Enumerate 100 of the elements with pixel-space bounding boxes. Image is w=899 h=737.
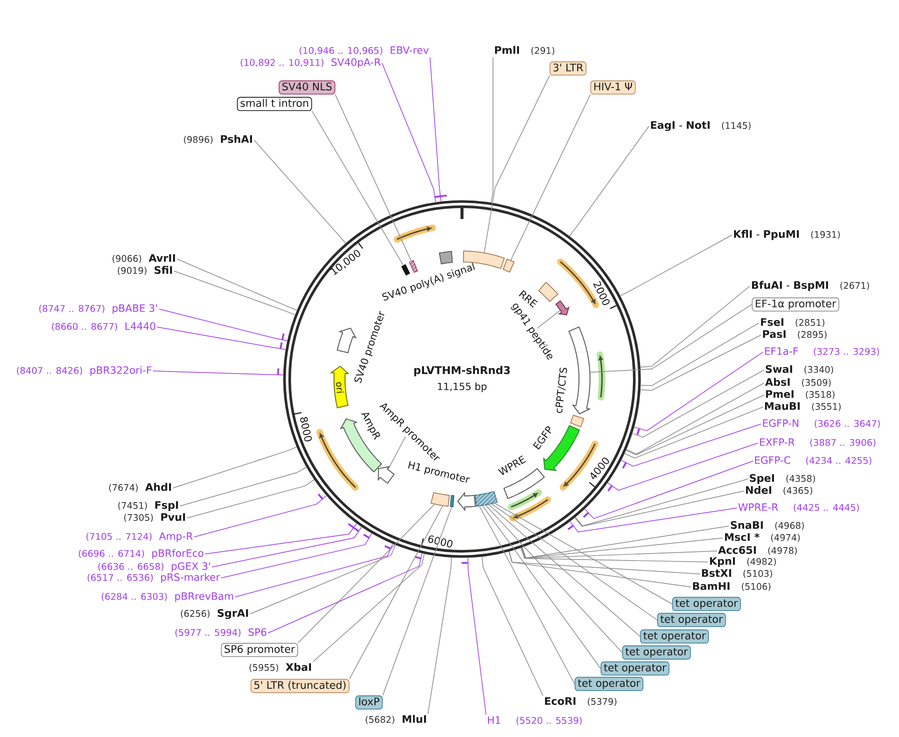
leader-line bbox=[620, 234, 732, 296]
leader-line bbox=[172, 446, 297, 488]
site-label: MscI * (4974) bbox=[725, 533, 800, 542]
leader-line bbox=[180, 466, 307, 506]
leader-line bbox=[382, 506, 452, 696]
feature-tag: SV40 NLS bbox=[278, 80, 336, 95]
leader-line bbox=[156, 326, 286, 350]
primer-label: (6636 .. 6658) pGEX 3' bbox=[98, 562, 210, 572]
primer-label: (6696 .. 6714) pBRforEco bbox=[78, 549, 204, 559]
leader-line bbox=[521, 538, 724, 559]
site-label: AbsI (3509) bbox=[765, 378, 831, 387]
site-label: Acc65I (4978) bbox=[718, 546, 797, 555]
leader-line bbox=[194, 495, 327, 538]
primer-label: H1 (5520 .. 5539) bbox=[488, 716, 582, 725]
primer-label: (6284 .. 6303) pBRrevBam bbox=[102, 592, 234, 602]
leader-line bbox=[312, 554, 425, 662]
primer-label: (7105 .. 7124) Amp-R bbox=[86, 532, 193, 542]
site-label: (7305) PvuI bbox=[124, 513, 185, 522]
leader-line bbox=[634, 352, 764, 432]
tick-label: 8000 bbox=[300, 417, 312, 442]
site-label: BfuAI - BspMI (2671) bbox=[752, 280, 870, 291]
leader-line bbox=[268, 553, 422, 634]
leader-line bbox=[584, 460, 754, 520]
leader-line bbox=[508, 551, 692, 588]
site-label: (5955) XbaI bbox=[250, 662, 311, 672]
site-label: PasI (2895) bbox=[763, 330, 827, 339]
primer-label: EGFP-C (4234 .. 4255) bbox=[755, 456, 872, 465]
leader-line bbox=[640, 334, 762, 391]
feature-block bbox=[568, 326, 591, 414]
site-label: PmeI (3518) bbox=[766, 390, 834, 399]
tick-label: 6000 bbox=[428, 535, 452, 548]
feature-tag: SP6 promoter bbox=[220, 642, 298, 658]
leader-line bbox=[490, 56, 494, 203]
leader-line bbox=[334, 94, 412, 262]
site-label: PmlI (291) bbox=[495, 46, 554, 55]
site-label: (6256) SgrAI bbox=[180, 609, 248, 620]
leader-line bbox=[626, 394, 764, 456]
leader-line bbox=[494, 502, 673, 604]
primer-label: WPRE-R (4425 .. 4445) bbox=[738, 503, 859, 512]
leader-line bbox=[490, 503, 658, 620]
node-label: H1 promoter bbox=[408, 461, 470, 483]
site-label: BamHI (5106) bbox=[693, 582, 770, 591]
primer-label: EXFP-R (3887 .. 3906) bbox=[760, 438, 876, 447]
leader-line bbox=[488, 504, 641, 637]
leader-line bbox=[508, 551, 700, 574]
site-label: NdeI (4365) bbox=[746, 486, 812, 495]
primer-label: (6517 .. 6536) pRS-marker bbox=[88, 573, 220, 583]
site-label: FseI (2851) bbox=[761, 318, 824, 327]
site-label: KpnI (4982) bbox=[710, 557, 776, 567]
feature-block bbox=[555, 300, 570, 316]
site-label: KflI - PpuMI (1931) bbox=[734, 230, 840, 240]
leader-line bbox=[204, 523, 357, 554]
leader-line bbox=[152, 370, 284, 376]
tick-label: 2000 bbox=[593, 281, 610, 306]
leader-line bbox=[158, 308, 288, 342]
leader-line bbox=[428, 557, 452, 714]
leader-line bbox=[174, 270, 296, 316]
primer-label: (8747 .. 8767) pBABE 3' bbox=[39, 304, 157, 314]
leader-line bbox=[482, 505, 602, 669]
feature-tag: small t intron bbox=[236, 96, 312, 112]
feature-tag: 3' LTR bbox=[550, 61, 586, 76]
leader-line bbox=[607, 442, 758, 491]
leader-line bbox=[430, 56, 442, 202]
feature-box: cPPT/CTS bbox=[555, 368, 584, 428]
site-label: (9896) PshAI bbox=[184, 134, 252, 144]
leader-line bbox=[632, 370, 764, 438]
leader-line bbox=[234, 544, 393, 598]
leader-line bbox=[212, 526, 362, 568]
primer-label: (8660 .. 8677) L4440 bbox=[52, 322, 156, 331]
site-label: (7451) FspI bbox=[118, 501, 178, 511]
feature-block: H1 promoter bbox=[408, 461, 476, 512]
site-label: (7674) AhdI bbox=[109, 482, 171, 492]
leader-line bbox=[569, 126, 650, 236]
leader-line bbox=[482, 556, 544, 696]
feature-tag: 5' LTR (truncated) bbox=[250, 678, 350, 694]
leader-line bbox=[522, 526, 730, 558]
site-label: SnaBI (4968) bbox=[730, 521, 804, 530]
leader-line bbox=[485, 504, 623, 653]
feature-tag: tet operator bbox=[672, 596, 741, 612]
feature-tag: tet operator bbox=[600, 661, 670, 676]
leader-line bbox=[186, 479, 314, 518]
site-label: EagI - NotI (1145) bbox=[651, 121, 751, 132]
leader-line bbox=[575, 478, 748, 526]
leader-line bbox=[621, 424, 762, 467]
leader-line bbox=[520, 548, 708, 562]
feature-block bbox=[378, 466, 395, 484]
feature-tag: tet operator bbox=[622, 645, 691, 660]
leader-line bbox=[312, 110, 404, 266]
leader-line bbox=[250, 544, 396, 614]
leader-line bbox=[298, 504, 435, 644]
node-label: cPPT/CTS bbox=[555, 368, 568, 413]
leader-line bbox=[570, 508, 738, 532]
leader-line bbox=[589, 304, 752, 373]
feature-block: ori bbox=[330, 366, 350, 408]
feature-box bbox=[430, 492, 450, 507]
site-label: SpeI (4358) bbox=[750, 474, 815, 484]
site-label: EcoRI (5379) bbox=[545, 697, 616, 706]
site-label: (5682) MluI bbox=[366, 714, 426, 724]
leader-line bbox=[520, 548, 718, 559]
site-label: MauBI (3551) bbox=[765, 402, 841, 411]
